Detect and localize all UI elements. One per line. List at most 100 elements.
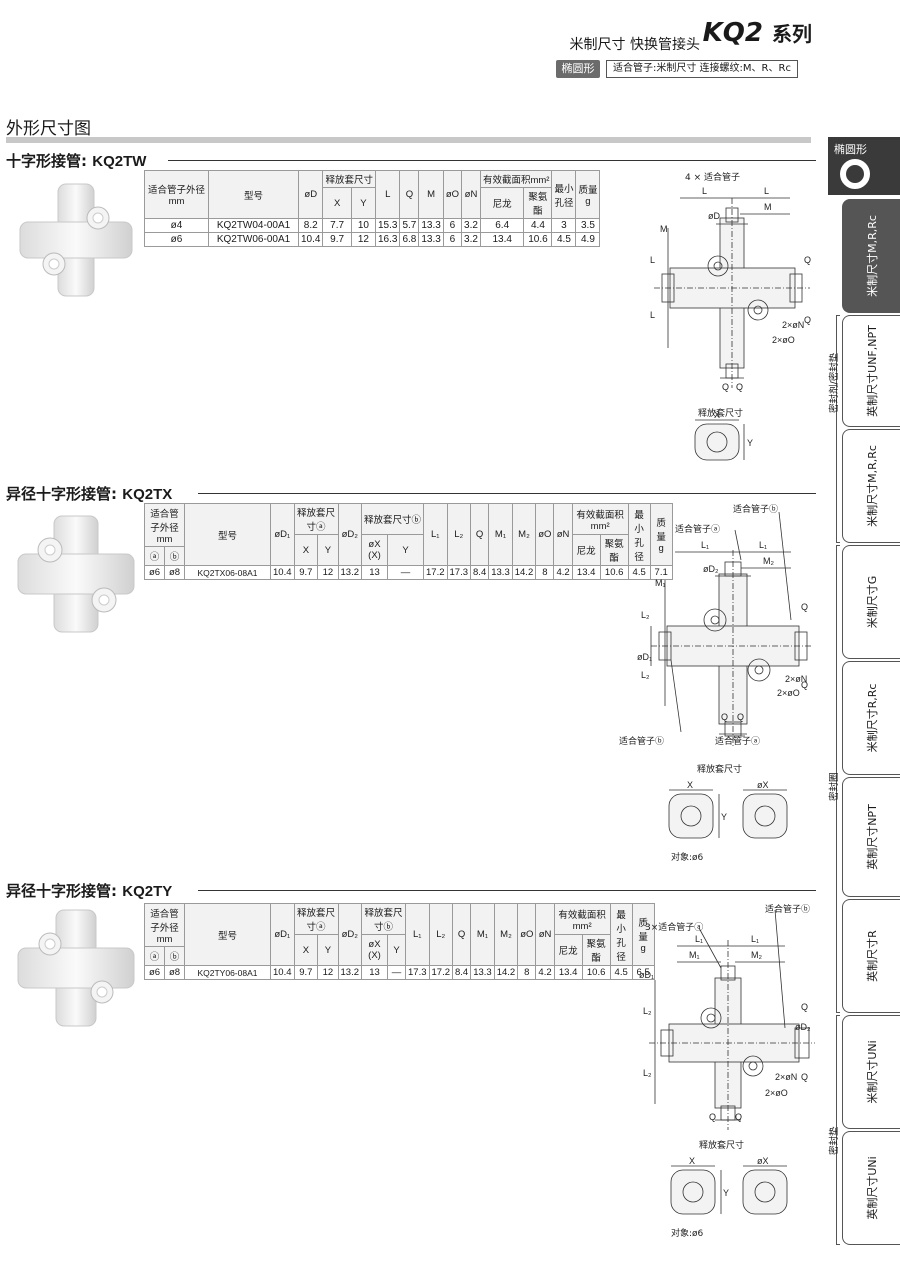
svg-text:Q: Q — [801, 680, 808, 690]
svg-text:L₂: L₂ — [643, 1006, 652, 1016]
col-release-b: 释放套尺寸ⓑ — [360, 503, 425, 535]
svg-text:2×øO: 2×øO — [772, 335, 795, 345]
svg-text:øD₁: øD₁ — [637, 652, 652, 662]
svg-text:适合管子ⓑ: 适合管子ⓑ — [733, 503, 778, 515]
tube-label: 4 × 适合管子 — [685, 171, 740, 183]
col-tube: 适合管子外径mm — [144, 902, 185, 948]
kq2tx-title: 异径十字形接管: KQ2TX — [6, 485, 173, 503]
svg-text:L₂: L₂ — [641, 670, 650, 680]
oval-icon — [840, 159, 870, 189]
svg-text:X: X — [689, 1156, 695, 1166]
svg-text:适合管子ⓐ: 适合管子ⓐ — [715, 735, 760, 747]
svg-text:øX: øX — [757, 1156, 769, 1166]
svg-text:øD₂: øD₂ — [795, 1022, 811, 1032]
col-d: øD — [297, 170, 324, 219]
svg-text:L: L — [702, 186, 707, 196]
svg-text:Y: Y — [747, 438, 753, 448]
svg-text:M₂: M₂ — [763, 556, 774, 566]
svg-text:X: X — [714, 410, 720, 420]
svg-text:3×适合管子ⓐ: 3×适合管子ⓐ — [645, 921, 703, 933]
col-area: 有效截面积mm² — [571, 503, 629, 535]
svg-text:øD₂: øD₂ — [703, 564, 719, 574]
nav-group-gasket: 密封垫 — [829, 1126, 840, 1155]
nav-tab-inch-unf-npt[interactable]: 英制尺寸UNF,NPT — [842, 315, 900, 427]
side-nav: 椭圆形 米制尺寸M,R,Rc 英制尺寸UNF,NPT 米制尺寸M,R,Rc 米制… — [820, 137, 900, 1247]
svg-text:Q: Q — [722, 382, 729, 392]
svg-text:M: M — [660, 224, 668, 234]
kq2ty-title-rule — [198, 890, 816, 891]
svg-text:2×øO: 2×øO — [765, 1088, 788, 1098]
svg-text:Y: Y — [723, 1188, 729, 1198]
col-n: øN — [461, 170, 481, 219]
nav-tab-metric-uni[interactable]: 米制尺寸UNi — [842, 1015, 900, 1129]
svg-text:X: X — [687, 780, 693, 790]
svg-text:2×øN: 2×øN — [782, 320, 804, 330]
nav-group-oring: 密封圈 — [829, 772, 840, 801]
svg-text:Y: Y — [721, 812, 727, 822]
svg-text:M: M — [764, 202, 772, 212]
nav-group-bracket — [836, 1015, 840, 1245]
svg-text:øX: øX — [757, 780, 769, 790]
svg-text:M₂: M₂ — [751, 950, 762, 960]
kq2ty-drawing: 3×适合管子ⓐ 适合管子ⓑ L₁ L₁ M₁ M₂ øD₁ L₂ L₂ Q øD… — [639, 903, 815, 1239]
col-model: 型号 — [184, 903, 271, 966]
col-model: 型号 — [208, 170, 299, 219]
svg-text:Q: Q — [801, 1002, 808, 1012]
kq2tx-title-rule — [198, 493, 816, 494]
nav-tab-metric-g[interactable]: 米制尺寸G — [842, 545, 900, 659]
kq2tx-spec-table: 适合管子外径mm 型号 øD₁ 释放套尺寸ⓐ øD₂ 释放套尺寸ⓑ L₁ L₂ … — [144, 502, 673, 580]
col-model: 型号 — [184, 503, 271, 566]
svg-text:Q: Q — [736, 382, 743, 392]
col-d1: øD₁ — [270, 503, 295, 566]
col-tube: 适合管子外径 mm — [144, 170, 209, 219]
svg-text:L: L — [650, 255, 655, 265]
col-l: L — [374, 170, 401, 219]
kq2tw-title: 十字形接管: KQ2TW — [6, 152, 147, 170]
svg-text:对象:ø6: 对象:ø6 — [671, 851, 704, 863]
svg-text:Q: Q — [801, 1072, 808, 1082]
svg-text:对象:ø6: 对象:ø6 — [671, 1227, 704, 1239]
nav-group-bracket — [836, 315, 840, 543]
svg-text:Q: Q — [804, 315, 811, 325]
col-m: M — [418, 170, 444, 219]
kq2tw-spec-table: 适合管子外径 mm 型号 øD 释放套尺寸 L Q M øO øN 有效截面积m… — [144, 170, 601, 247]
nav-tab-metric-m-r-rc[interactable]: 米制尺寸M,R,Rc — [842, 199, 900, 313]
svg-text:L₁: L₁ — [759, 540, 767, 550]
section-title: 外形尺寸图 — [6, 119, 91, 139]
col-q: Q — [399, 170, 420, 219]
nav-tab-inch-npt[interactable]: 英制尺寸NPT — [842, 777, 900, 897]
svg-text:M₁: M₁ — [689, 950, 700, 960]
nav-tab-inch-uni[interactable]: 英制尺寸UNi — [842, 1131, 900, 1245]
nav-tab-metric-m-r-rc-2[interactable]: 米制尺寸M,R,Rc — [842, 429, 900, 543]
svg-text:释放套尺寸: 释放套尺寸 — [697, 763, 742, 775]
nav-active-oval[interactable]: 椭圆形 — [828, 137, 900, 195]
shape-badge: 椭圆形 — [556, 60, 600, 78]
col-release: 释放套尺寸 — [322, 170, 376, 188]
svg-text:Q: Q — [737, 712, 744, 722]
kq2ty-spec-table: 适合管子外径mm 型号 øD₁ 释放套尺寸ⓐ øD₂ 释放套尺寸ⓑ L₁ L₂ … — [144, 902, 655, 980]
svg-text:2×øO: 2×øO — [777, 688, 800, 698]
release-caption: 释放套尺寸 — [698, 407, 743, 419]
svg-text:适合管子ⓑ: 适合管子ⓑ — [619, 735, 664, 747]
kq2ty-product-photo — [17, 909, 135, 1027]
svg-text:L₁: L₁ — [701, 540, 709, 550]
svg-text:L: L — [764, 186, 769, 196]
svg-text:2×øN: 2×øN — [775, 1072, 797, 1082]
svg-text:Q: Q — [804, 255, 811, 265]
col-x: X — [322, 187, 352, 219]
nav-tab-metric-r-rc[interactable]: 米制尺寸R,Rc — [842, 661, 900, 775]
col-nylon: 尼龙 — [479, 187, 525, 219]
svg-text:L₁: L₁ — [751, 934, 759, 944]
svg-text:M₁: M₁ — [655, 578, 666, 588]
nav-group-bracket — [836, 545, 840, 1013]
svg-text:Q: Q — [735, 1112, 742, 1122]
nav-tab-inch-r[interactable]: 英制尺寸R — [842, 899, 900, 1013]
svg-text:L: L — [650, 310, 655, 320]
kq2tx-drawing: 适合管子ⓑ 适合管子ⓐ L₁ L₁ M₂ øD₂ M₁ L₂ øD₁ L₂ Q … — [619, 503, 811, 863]
svg-text:Q: Q — [709, 1112, 716, 1122]
svg-text:øD₁: øD₁ — [639, 970, 654, 980]
header-title: 米制尺寸 快换管接头 — [569, 37, 700, 53]
